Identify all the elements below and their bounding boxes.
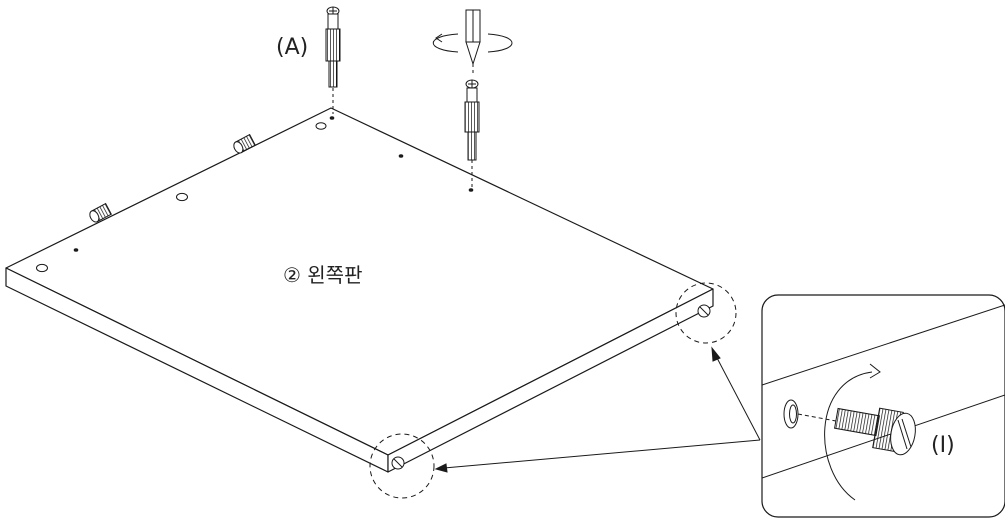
part-i-label: (I)	[931, 433, 955, 458]
screwdriver-icon	[433, 9, 513, 76]
left-panel-board	[5, 107, 714, 473]
detail-highlight-circles	[369, 282, 737, 499]
detail-inset	[761, 294, 1005, 518]
thumb-screw-icon	[834, 407, 916, 456]
corner-bolts	[391, 304, 711, 470]
part-a-label: (A)	[276, 35, 308, 60]
panel-label: ② 왼쪽판	[283, 263, 363, 287]
cam-bolt-a	[325, 6, 341, 114]
detail-arrows	[434, 346, 761, 473]
cam-bolt-installed	[464, 79, 480, 188]
dowel-pins	[89, 133, 256, 223]
board-holes	[36, 116, 474, 273]
